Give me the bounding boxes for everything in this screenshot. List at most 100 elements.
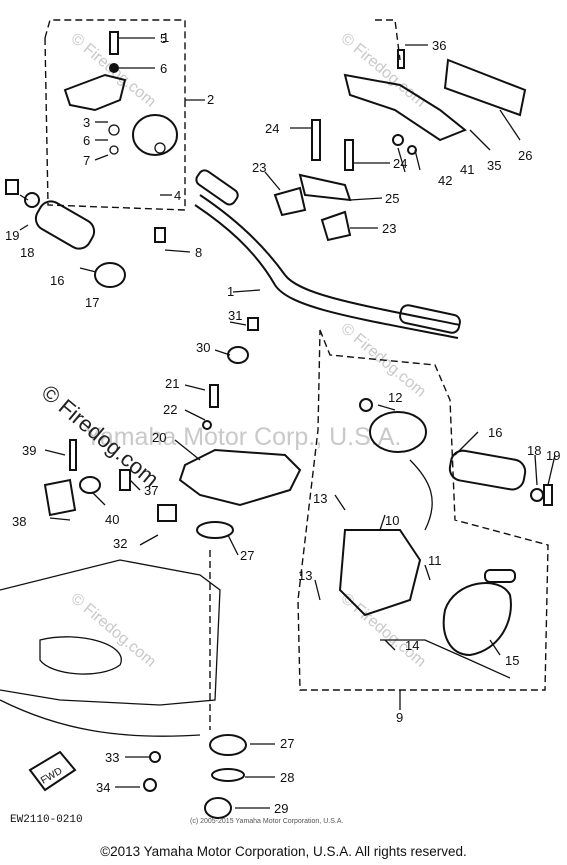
callout-5: 5 [160, 31, 167, 46]
callout-19-right: 19 [546, 448, 560, 463]
callout-14: 14 [405, 638, 419, 653]
clip-33 [149, 751, 161, 763]
throttle-housing-20 [178, 448, 302, 507]
small-copyright: (c) 2005-2015 Yamaha Motor Corporation, … [190, 818, 343, 825]
wire-14 [380, 639, 511, 679]
switch-housing-right [369, 411, 427, 453]
callout-27a: 27 [240, 548, 254, 563]
callout-10: 10 [385, 513, 399, 528]
washer-6 [109, 63, 119, 73]
handlebar-right-end [399, 304, 461, 334]
callout-25: 25 [385, 191, 399, 206]
group-box-2 [44, 19, 186, 100]
lever-bracket [63, 73, 127, 112]
fwd-label: FWD [39, 766, 64, 787]
screw-19-right [543, 484, 553, 506]
collar-18 [24, 192, 40, 208]
callout-8: 8 [195, 245, 202, 260]
callout-23a: 23 [252, 160, 266, 175]
bolt-21 [209, 384, 219, 408]
grip-right-16 [448, 449, 527, 491]
bolt-8 [154, 227, 166, 243]
callout-7: 7 [83, 153, 90, 168]
callout-15: 15 [505, 653, 519, 668]
callout-23b: 23 [382, 221, 396, 236]
grommet-27 [196, 521, 234, 539]
callout-21: 21 [165, 376, 179, 391]
callout-12: 12 [388, 390, 402, 405]
fwd-arrow [28, 750, 77, 792]
nut-34 [143, 778, 157, 792]
callout-39: 39 [22, 443, 36, 458]
callout-41: 41 [460, 162, 474, 177]
hood-body [0, 559, 221, 706]
callout-24b: 24 [393, 156, 407, 171]
bolt-5 [109, 31, 119, 55]
nut-29 [204, 797, 232, 819]
screw-19 [5, 179, 19, 195]
grommet-27-lower [209, 734, 247, 756]
callout-16-left: 16 [50, 273, 64, 288]
cover-15 [442, 582, 512, 657]
callout-36: 36 [432, 38, 446, 53]
callout-34: 34 [96, 780, 110, 795]
pad-26 [443, 58, 527, 117]
callout-29: 29 [274, 801, 288, 816]
callout-19-left: 19 [5, 228, 19, 243]
callout-handlebar: 1 [227, 284, 234, 299]
holder-23-lower [320, 210, 352, 242]
washer-22 [202, 420, 212, 430]
screw-12 [359, 398, 373, 412]
cap-40 [79, 476, 101, 494]
callout-24a: 24 [265, 121, 279, 136]
grip-left [34, 200, 96, 250]
callout-13a: 13 [313, 491, 327, 506]
callout-9: 9 [396, 710, 403, 725]
callout-35: 35 [487, 158, 501, 173]
switch-assembly-10 [338, 529, 422, 617]
nut-41 [407, 145, 417, 155]
callout-3: 3 [83, 115, 90, 130]
callout-30: 30 [196, 340, 210, 355]
callout-40: 40 [105, 512, 119, 527]
callout-numbers: 1 [162, 30, 169, 45]
callout-17: 17 [85, 295, 99, 310]
leader-lines [19, 37, 556, 809]
callout-18-left: 18 [20, 245, 34, 260]
throttle-tube-17 [94, 262, 126, 288]
callout-32: 32 [113, 536, 127, 551]
lever-35 [343, 73, 467, 142]
callout-1: 1 [162, 30, 169, 45]
callout-20: 20 [152, 430, 166, 445]
footer-copyright: ©2013 Yamaha Motor Corporation, U.S.A. A… [100, 844, 467, 859]
callout-31: 31 [228, 308, 242, 323]
callout-33: 33 [105, 750, 119, 765]
callout-13b: 13 [298, 568, 312, 583]
callout-2: 2 [207, 92, 214, 107]
bolt-24-b [344, 139, 354, 171]
bracket-25 [298, 173, 352, 202]
pin-39 [69, 439, 77, 471]
cap-30 [227, 346, 249, 364]
washer-42 [392, 134, 404, 146]
holder-23-upper [273, 186, 307, 217]
callout-38: 38 [12, 514, 26, 529]
callout-26: 26 [518, 148, 532, 163]
bolt-32 [157, 504, 177, 522]
callout-6a: 6 [160, 61, 167, 76]
callout-37: 37 [144, 483, 158, 498]
drawing-code: EW2110-0210 [10, 814, 83, 826]
callout-6b: 6 [83, 133, 90, 148]
watermark-firedog-4: © Firedog.com [67, 590, 158, 671]
callout-4: 4 [174, 188, 181, 203]
callout-22: 22 [163, 402, 177, 417]
bolt-24-a [311, 119, 321, 161]
watermark-firedog-2: © Firedog.com [337, 30, 428, 111]
washer-28 [211, 768, 245, 782]
switch-housing-left [132, 114, 178, 156]
handlebar [199, 194, 461, 326]
callout-42: 42 [438, 173, 452, 188]
handlebar-left-end [195, 169, 239, 206]
